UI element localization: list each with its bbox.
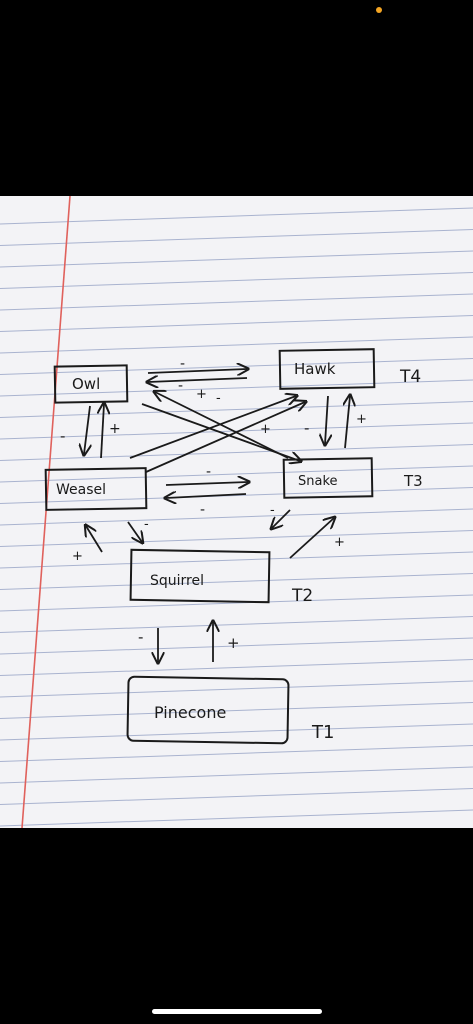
sign-cross-plus-a: + bbox=[196, 387, 207, 402]
arrow-squirrel-to-weasel bbox=[86, 526, 103, 553]
node-owl-label: Owl bbox=[72, 375, 100, 393]
ruled-line bbox=[0, 594, 473, 612]
arrow-weasel-to-owl bbox=[101, 404, 104, 459]
node-snake-label: Snake bbox=[298, 474, 338, 489]
sign-owl-hawk-bottom: - bbox=[178, 378, 183, 394]
ruled-line bbox=[0, 680, 473, 698]
margin-line bbox=[21, 196, 71, 828]
node-weasel: Weasel bbox=[44, 467, 148, 511]
node-hawk: Hawk bbox=[278, 348, 376, 390]
ruled-line bbox=[0, 315, 473, 332]
sign-squirrel-pinecone-minus: - bbox=[138, 628, 143, 646]
ruled-line bbox=[0, 766, 473, 784]
arrow-owl-to-hawk bbox=[147, 369, 247, 373]
ruled-line bbox=[0, 745, 473, 762]
node-weasel-box bbox=[44, 467, 148, 511]
ruled-line bbox=[0, 573, 473, 590]
sign-cross-minus: - bbox=[216, 391, 221, 406]
ruled-line bbox=[0, 444, 473, 461]
ruled-line bbox=[0, 358, 473, 375]
node-pinecone: Pinecone bbox=[126, 675, 290, 745]
arrow-snake-to-squirrel bbox=[272, 509, 291, 528]
sign-hawk-snake-minus: - bbox=[304, 419, 309, 437]
node-owl: Owl bbox=[53, 364, 129, 404]
sign-owl-hawk-top: - bbox=[180, 356, 185, 372]
node-squirrel-box bbox=[129, 548, 271, 604]
sign-weasel-squirrel-plus: + bbox=[72, 549, 83, 564]
arrow-snake-to-weasel bbox=[166, 494, 247, 498]
sign-owl-weasel-minus: - bbox=[60, 427, 65, 445]
arrow-weasel-to-hawk bbox=[129, 396, 296, 459]
level-label-t3: T3 bbox=[403, 472, 423, 490]
ruled-line bbox=[0, 551, 473, 569]
arrow-snake-to-hawk bbox=[345, 396, 350, 449]
home-indicator[interactable] bbox=[152, 1009, 322, 1014]
notebook-photo: T4 T3 T2 T1 Owl Hawk Weasel Snake Squirr… bbox=[0, 196, 473, 828]
ruled-line bbox=[0, 723, 473, 741]
sign-weasel-snake-bottom: - bbox=[200, 502, 205, 518]
level-label-t4: T4 bbox=[399, 367, 421, 387]
level-label-t1: T1 bbox=[311, 722, 334, 743]
sign-cross-plus-b: + bbox=[260, 422, 271, 437]
ruled-line bbox=[0, 401, 473, 418]
ruled-lines bbox=[0, 207, 473, 827]
node-snake: Snake bbox=[282, 457, 374, 499]
sign-owl-weasel-plus: + bbox=[109, 421, 121, 437]
sign-weasel-squirrel-minus: - bbox=[144, 517, 149, 532]
ruled-line bbox=[0, 809, 473, 827]
arrow-hawk-to-snake bbox=[325, 395, 328, 444]
ruled-line bbox=[0, 272, 473, 289]
ruled-line bbox=[0, 465, 473, 483]
ruled-line bbox=[0, 530, 473, 547]
sign-squirrel-pinecone-plus: + bbox=[227, 634, 240, 652]
node-weasel-label: Weasel bbox=[56, 482, 106, 498]
arrow-snake-to-owl bbox=[155, 392, 289, 459]
ruled-line bbox=[0, 229, 473, 246]
paper-background bbox=[0, 196, 473, 828]
level-label-t2: T2 bbox=[291, 586, 313, 606]
ruled-line bbox=[0, 422, 473, 440]
ruled-line bbox=[0, 487, 473, 504]
status-indicator-dot bbox=[376, 7, 382, 13]
ruled-line bbox=[0, 336, 473, 354]
node-hawk-label: Hawk bbox=[294, 360, 336, 378]
ruled-line bbox=[0, 508, 473, 526]
arrow-weasel-to-squirrel bbox=[127, 521, 142, 542]
node-hawk-box bbox=[278, 348, 376, 390]
food-web-diagram: T4 T3 T2 T1 Owl Hawk Weasel Snake Squirr… bbox=[0, 196, 473, 828]
ruled-line bbox=[0, 379, 473, 397]
ruled-line bbox=[0, 788, 473, 805]
arrow-hawk-to-owl bbox=[148, 378, 248, 382]
node-owl-box bbox=[53, 364, 129, 404]
arrow-squirrel-to-snake bbox=[289, 518, 334, 559]
ruled-line bbox=[0, 616, 473, 633]
sign-snake-squirrel-minus: - bbox=[270, 503, 275, 518]
ruled-line bbox=[0, 250, 473, 268]
node-pinecone-label: Pinecone bbox=[154, 703, 226, 722]
ruled-line bbox=[0, 293, 473, 311]
arrow-owl-to-weasel bbox=[84, 405, 90, 454]
arrow-weasel-to-snake bbox=[165, 482, 248, 485]
sign-snake-squirrel-plus: + bbox=[334, 535, 345, 550]
ruled-line bbox=[0, 659, 473, 676]
node-snake-box bbox=[282, 457, 374, 499]
node-squirrel-label: Squirrel bbox=[150, 573, 204, 589]
sign-hawk-snake-plus: + bbox=[356, 412, 367, 427]
node-squirrel: Squirrel bbox=[129, 548, 271, 604]
sign-weasel-snake-top: - bbox=[206, 464, 211, 480]
ruled-line bbox=[0, 702, 473, 719]
ruled-line bbox=[0, 207, 473, 225]
ruled-line bbox=[0, 637, 473, 655]
arrow-weasel-to-hawk-second bbox=[145, 402, 305, 473]
node-pinecone-box bbox=[126, 675, 290, 745]
